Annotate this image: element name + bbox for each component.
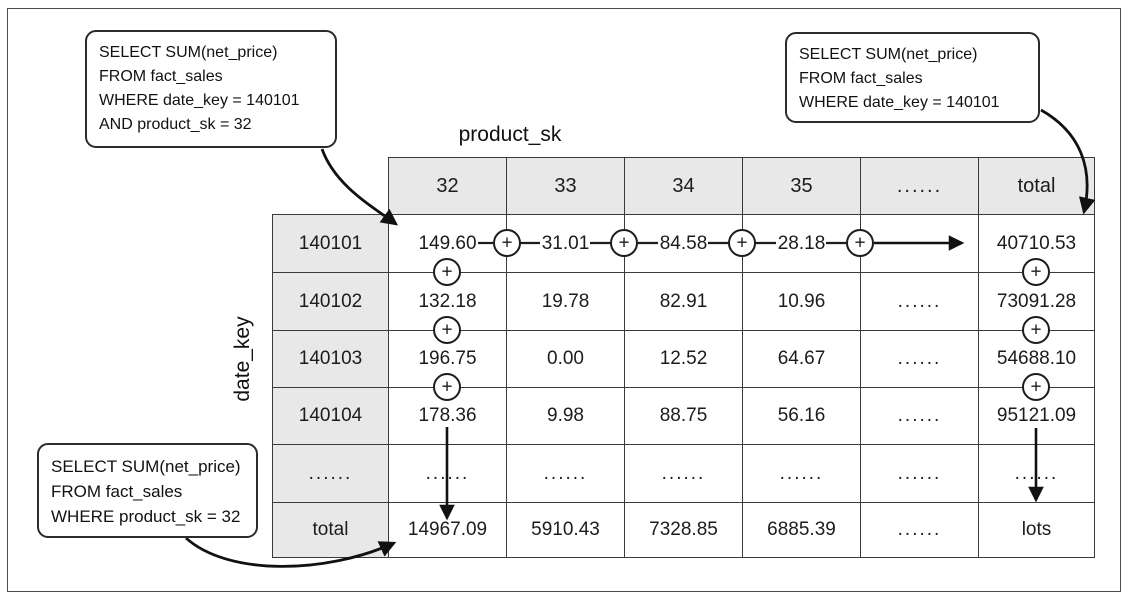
sql-text-line: WHERE date_key = 140101 bbox=[799, 94, 1000, 111]
matrix-cell: ...... bbox=[506, 444, 625, 503]
matrix-cell: 196.75 bbox=[388, 330, 507, 388]
sql-text-line: SELECT SUM(net_price) bbox=[51, 457, 241, 476]
matrix-cell: ...... bbox=[860, 272, 979, 331]
sql-callout-top-right: SELECT SUM(net_price) FROM fact_sales WH… bbox=[785, 32, 1040, 123]
sql-text-line: SELECT SUM(net_price) bbox=[799, 46, 978, 63]
matrix-cell: 10.96 bbox=[742, 272, 861, 331]
matrix-cell: 64.67 bbox=[742, 330, 861, 388]
row-header: total bbox=[272, 502, 389, 558]
sql-text-line: FROM fact_sales bbox=[799, 70, 923, 87]
sql-text-line: SELECT SUM(net_price) bbox=[99, 44, 278, 61]
matrix-cell: 149.60 bbox=[388, 214, 507, 273]
matrix-corner-cell bbox=[273, 158, 389, 215]
matrix-cell: ...... bbox=[860, 330, 979, 388]
column-header: 32 bbox=[388, 157, 507, 215]
row-header: 140104 bbox=[272, 387, 389, 445]
matrix-cell: ...... bbox=[978, 444, 1095, 503]
matrix-cell: 12.52 bbox=[624, 330, 743, 388]
matrix-cell: ...... bbox=[742, 444, 861, 503]
table-row: ...... ...... ...... ...... ...... .....… bbox=[272, 444, 1095, 503]
column-axis-label: product_sk bbox=[458, 123, 562, 146]
matrix-cell: ...... bbox=[860, 444, 979, 503]
matrix-cell: 132.18 bbox=[388, 272, 507, 331]
matrix-cell: ...... bbox=[860, 502, 979, 558]
sql-text-line: WHERE date_key = 140101 bbox=[99, 92, 300, 109]
matrix-cell bbox=[860, 214, 979, 273]
table-row: 140102 132.18 19.78 82.91 10.96 ...... 7… bbox=[272, 272, 1095, 331]
column-header: 35 bbox=[742, 157, 861, 215]
table-row: total 14967.09 5910.43 7328.85 6885.39 .… bbox=[272, 502, 1095, 558]
matrix-cell: ...... bbox=[388, 444, 507, 503]
matrix-cell: 95121.09 bbox=[978, 387, 1095, 445]
matrix-cell: 178.36 bbox=[388, 387, 507, 445]
sql-callout-top-left: SELECT SUM(net_price) FROM fact_sales WH… bbox=[85, 30, 337, 148]
matrix-cell: 40710.53 bbox=[978, 214, 1095, 273]
matrix-cell: 0.00 bbox=[506, 330, 625, 388]
sql-text-line: AND product_sk = 32 bbox=[99, 116, 252, 133]
matrix-cell: 5910.43 bbox=[506, 502, 625, 558]
matrix-cell: ...... bbox=[860, 387, 979, 445]
row-header: 140101 bbox=[272, 214, 389, 273]
row-header: 140103 bbox=[272, 330, 389, 388]
row-header: 140102 bbox=[272, 272, 389, 331]
matrix-cell: 19.78 bbox=[506, 272, 625, 331]
matrix-cell: 31.01 bbox=[506, 214, 625, 273]
matrix-cell: 84.58 bbox=[624, 214, 743, 273]
matrix-cell: 54688.10 bbox=[978, 330, 1095, 388]
row-axis-label: date_key bbox=[231, 316, 254, 402]
matrix-cell: ...... bbox=[624, 444, 743, 503]
matrix-cell: 73091.28 bbox=[978, 272, 1095, 331]
matrix-cell: 28.18 bbox=[742, 214, 861, 273]
sql-text-line: FROM fact_sales bbox=[99, 68, 223, 85]
row-header: ...... bbox=[272, 444, 389, 503]
column-header-row: 32 33 34 35 ...... total bbox=[273, 157, 1095, 215]
matrix-cell: lots bbox=[978, 502, 1095, 558]
matrix-cell: 56.16 bbox=[742, 387, 861, 445]
column-header: ...... bbox=[860, 157, 979, 215]
matrix-cell: 6885.39 bbox=[742, 502, 861, 558]
matrix-cell: 7328.85 bbox=[624, 502, 743, 558]
matrix-cell: 88.75 bbox=[624, 387, 743, 445]
column-header: total bbox=[978, 157, 1095, 215]
column-header: 34 bbox=[624, 157, 743, 215]
table-row: 140103 196.75 0.00 12.52 64.67 ...... 54… bbox=[272, 330, 1095, 388]
sql-callout-bottom-left: SELECT SUM(net_price) FROM fact_sales WH… bbox=[37, 443, 258, 538]
table-row: 140104 178.36 9.98 88.75 56.16 ...... 95… bbox=[272, 387, 1095, 445]
sql-text-line: WHERE product_sk = 32 bbox=[51, 507, 241, 526]
table-row: 140101 149.60 31.01 84.58 28.18 40710.53 bbox=[272, 214, 1095, 273]
matrix-cell: 82.91 bbox=[624, 272, 743, 331]
matrix-cell: 14967.09 bbox=[388, 502, 507, 558]
aggregation-matrix: 32 33 34 35 ...... total 140101 149.60 3… bbox=[272, 157, 1095, 558]
matrix-cell: 9.98 bbox=[506, 387, 625, 445]
column-header: 33 bbox=[506, 157, 625, 215]
sql-text-line: FROM fact_sales bbox=[51, 482, 183, 501]
